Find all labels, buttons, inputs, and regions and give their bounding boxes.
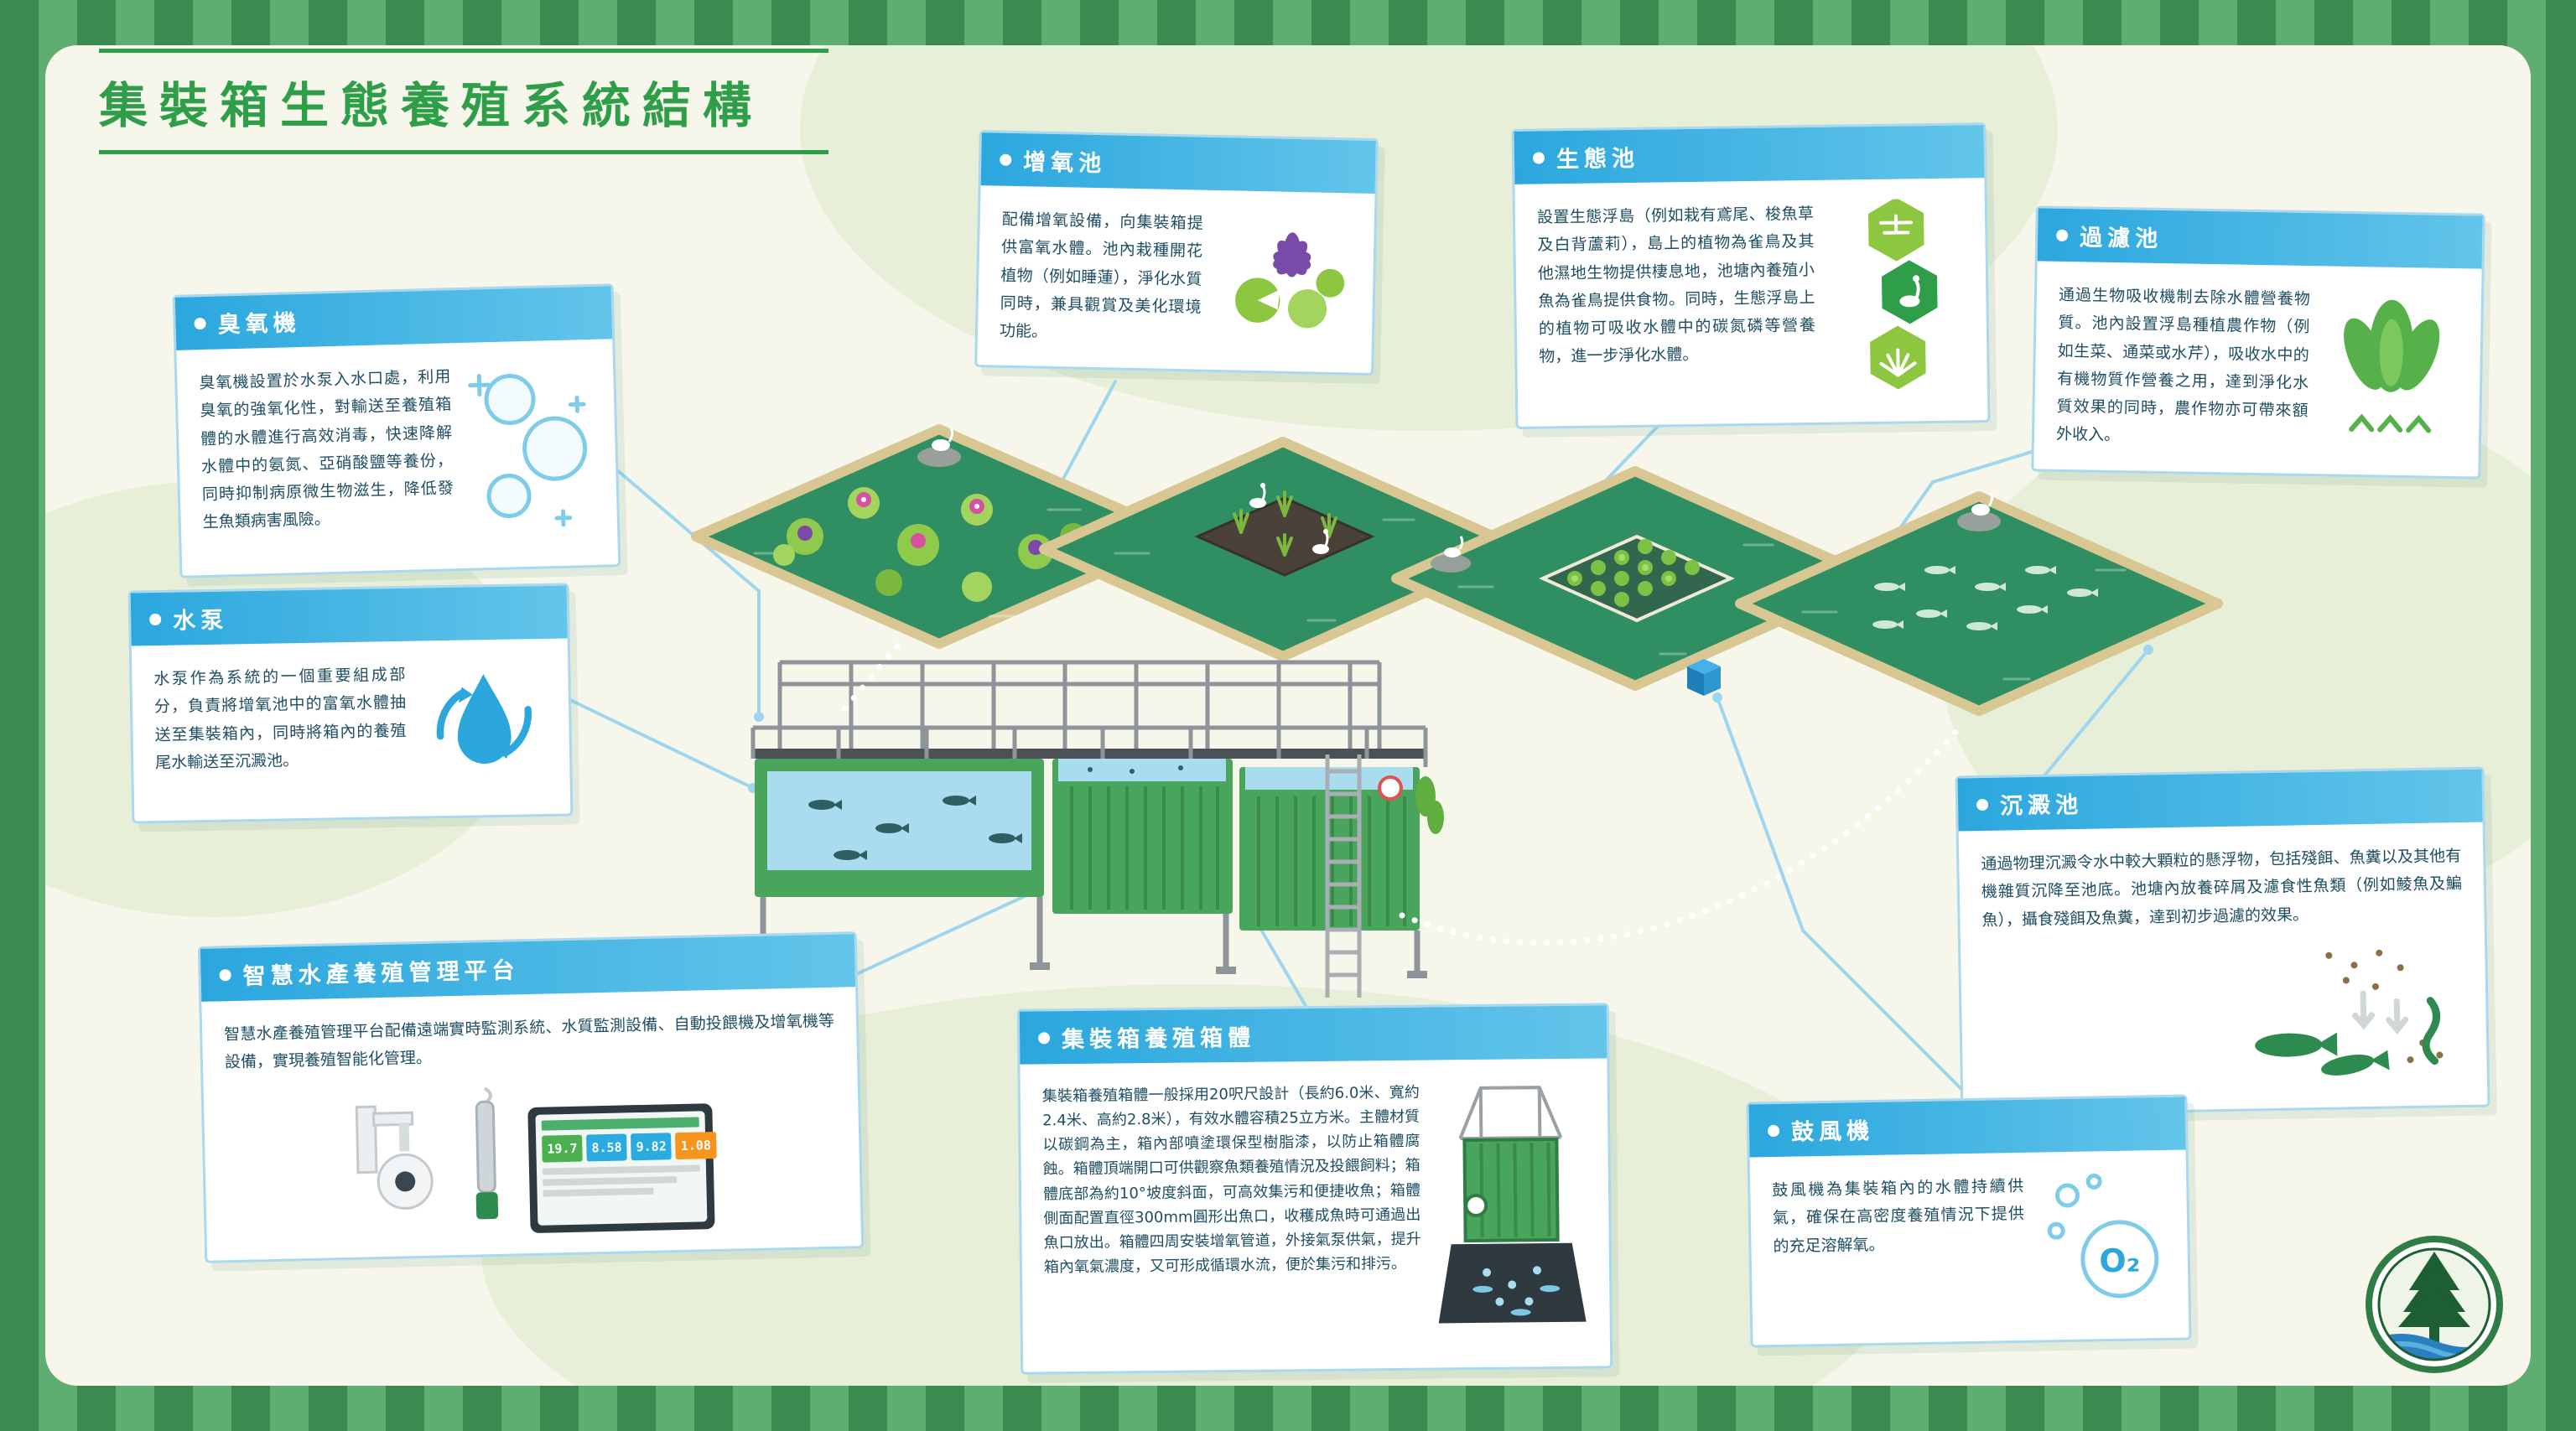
monitor-value: 1.08 [675,1131,717,1160]
callout-sediment-pond-text: 通過物理沉澱令水中較大顆粒的懸浮物，包括殘餌、魚糞以及其他有機雜質沉降至池底。池… [1981,847,2463,930]
water-sensor-probe-icon [464,1086,509,1234]
callout-eco-pond: 生態池 設置生態浮島（例如栽有鳶尾、梭魚草及白背蘆莉），島上的植物為雀鳥及其他濕… [1511,122,1991,430]
callout-ozone: 臭氧機 臭氧機設置於水泵入水口處，利用臭氧的強氧化性，對輸送至養殖箱體的水體進行… [172,283,621,579]
o2-label: O₂ [2099,1242,2141,1279]
callout-oxygen-pond: 增氧池 配備增氧設備，向集裝箱提供富氧水體。池內栽種開花植物（例如睡蓮），淨化水… [974,130,1379,376]
sediment-fish-icon [2228,941,2465,1089]
callout-filter-pond: 過濾池 通過生物吸收機制去除水體營養物質。池內設置浮島種植農作物（例如生菜、通菜… [2031,205,2485,480]
header-bullet [1532,151,1545,164]
habitat-hexagons-icon [1829,197,1966,402]
callout-oxygen-pond-header: 增氧池 [980,132,1376,194]
callout-oxygen-pond-title: 增氧池 [1022,149,1107,178]
callout-container-body-title: 集裝箱養殖箱體 [1061,1024,1256,1054]
callout-platform-text: 智慧水產養殖管理平台配備遠端實時監測系統、水質監測設備、自動投餵機及增氧機等設備… [223,1011,835,1072]
callout-ozone-text: 臭氧機設置於水泵入水口處，利用臭氧的強氧化性，對輸送至養殖箱體的水體進行高效消毒… [199,367,454,532]
callout-eco-pond-header: 生態池 [1514,125,1985,184]
lettuce-icon [2323,286,2459,453]
monitor-value: 9.82 [631,1132,673,1161]
organization-logo [2363,1233,2506,1379]
callout-blower-text: 鼓風機為集裝箱內的水體持續供氣，確保在高密度養殖情況下提供的充足溶解氧。 [1772,1176,2025,1256]
callout-platform-title: 智慧水產養殖管理平台 [242,957,520,990]
callout-filter-pond-header: 過濾池 [2037,208,2483,269]
page-title: 集裝箱生態養殖系統結構 [99,77,764,134]
callout-eco-pond-title: 生態池 [1555,145,1640,174]
header-bullet [1976,798,1989,811]
callout-pump: 水泵 水泵作為系統的一個重要組成部分，負責將增氧池中的富氧水體抽送至集裝箱內，同… [127,583,574,824]
callout-blower: 鼓風機 鼓風機為集裝箱內的水體持續供氣，確保在高密度養殖情況下提供的充足溶解氧。… [1746,1094,2192,1348]
callout-blower-title: 鼓風機 [1790,1117,1875,1146]
title-rule-top [99,49,828,53]
callout-sediment-pond-title: 沉澱池 [1999,791,2084,820]
lotus-icon [1216,210,1353,349]
callout-container-body-header: 集裝箱養殖箱體 [1019,1005,1607,1065]
title-rule-bottom [99,150,828,154]
header-bullet [219,968,231,981]
oxygen-bubbles-icon: O₂ [2038,1170,2167,1320]
callout-sediment-pond-header: 沉澱池 [1957,769,2483,832]
header-bullet [2056,229,2069,241]
container-cutaway-icon [1435,1079,1588,1348]
callout-container-body-text: 集裝箱養殖箱體一般採用20呎尺設計（長約6.0米、寬約2.4米、高約2.8米），… [1041,1083,1421,1277]
monitor-value: 8.58 [586,1133,627,1162]
monitor-value: 19.7 [542,1134,583,1163]
header-bullet [149,613,162,625]
callout-ozone-title: 臭氧機 [217,309,301,339]
cctv-camera-icon [350,1100,445,1237]
header-bullet [194,317,206,329]
callout-pump-text: 水泵作為系統的一個重要組成部分，負責將增氧池中的富氧水體抽送至集裝箱內，同時將箱… [153,665,407,772]
callout-filter-pond-text: 通過生物吸收機制去除水體營養物質。池內設置浮島種植農作物（例如生菜、通菜或水芹）… [2055,285,2311,445]
callout-eco-pond-text: 設置生態浮島（例如栽有鳶尾、梭魚草及白背蘆莉），島上的植物為雀鳥及其他濕地生物提… [1536,204,1815,366]
fish-outlet-port [1464,1193,1488,1217]
water-drop-recycle-icon [420,659,548,796]
callout-container-body: 集裝箱養殖箱體 集裝箱養殖箱體一般採用20呎尺設計（長約6.0米、寬約2.4米、… [1016,1003,1613,1375]
callout-pump-title: 水泵 [172,607,229,635]
header-bullet [1000,153,1012,166]
callout-platform: 智慧水產養殖管理平台 智慧水產養殖管理平台配備遠端實時監測系統、水質監測設備、自… [197,931,865,1263]
ozone-bubbles-icon [465,360,596,548]
callout-blower-header: 鼓風機 [1748,1097,2186,1158]
callout-oxygen-pond-text: 配備增氧設備，向集裝箱提供富氧水體。池內栽種開花植物（例如睡蓮），淨化水質同時，… [999,210,1203,341]
page-title-block: 集裝箱生態養殖系統結構 [99,49,837,154]
callout-sediment-pond: 沉澱池 通過物理沉澱令水中較大顆粒的懸浮物，包括殘餌、魚糞以及其他有機雜質沉降至… [1955,766,2490,1117]
header-bullet [1767,1124,1780,1137]
callout-filter-pond-title: 過濾池 [2079,225,2163,252]
callout-pump-header: 水泵 [130,585,568,646]
monitoring-screen-icon: 19.7 8.58 9.82 1.08 [527,1102,717,1233]
header-bullet [1038,1031,1051,1044]
